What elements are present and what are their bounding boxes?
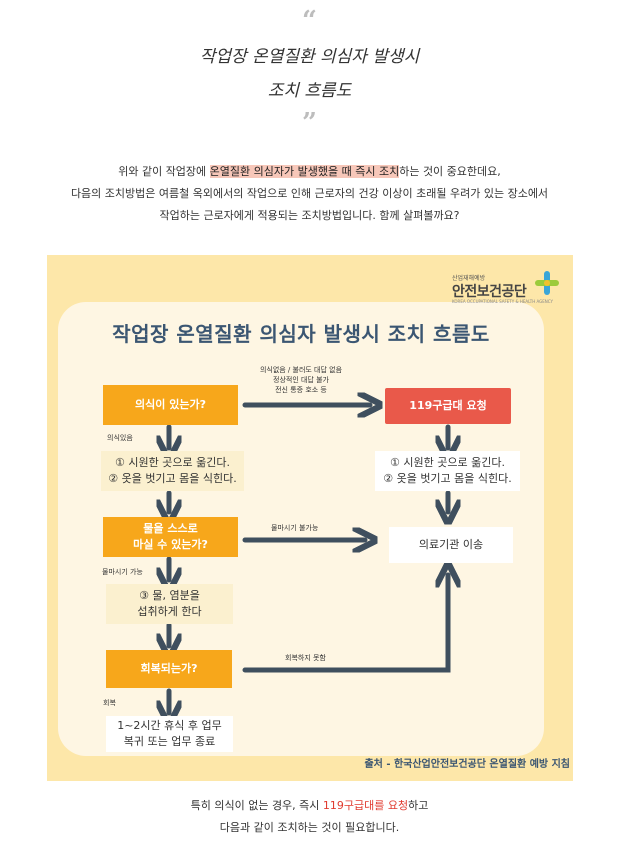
question-can-drink: 물을 스스로 마실 수 있는가?	[103, 517, 238, 557]
label-q2-no: 물마시기 불가능	[271, 524, 319, 532]
box-step3: ③ 물, 염분을 섭취하게 한다	[106, 584, 233, 624]
intro-line1: 위와 같이 작업장에 온열질환 의심자가 발생했을 때 즉시 조치하는 것이 중…	[0, 161, 619, 183]
q2-line1: 물을 스스로	[143, 522, 198, 535]
quote-open-mark: “	[302, 6, 317, 36]
logo-main-text: 안전보건공단	[452, 284, 527, 300]
box-step1-left: ① 시원한 곳으로 옮긴다. ② 옷을 벗기고 몸을 식힌다.	[101, 451, 244, 491]
box-step1-right: ① 시원한 곳으로 옮긴다. ② 옷을 벗기고 몸을 식힌다.	[375, 451, 520, 491]
intro-text: 하는 것이 중요한데요,	[399, 165, 501, 178]
page-title-line2: 조치 흐름도	[267, 81, 352, 101]
logo-sub-text: KOREA OCCUPATIONAL SAFETY & HEALTH AGENC…	[452, 299, 553, 304]
final-line2: 복귀 또는 업무 종료	[123, 735, 216, 748]
question-conscious: 의식이 있는가?	[103, 385, 238, 425]
intro-line3: 작업하는 근로자에게 적용되는 조치방법입니다. 함께 살펴볼까요?	[159, 209, 460, 222]
step3-line1: ③ 물, 염분을	[139, 589, 200, 602]
flowchart-source: 출처 - 한국산업안전보건공단 온열질환 예방 지침	[364, 759, 570, 770]
step1-right-line1: ① 시원한 곳으로 옮긴다.	[390, 456, 505, 469]
box-hospital: 의료기관 이송	[389, 527, 513, 563]
outro-text: 하고	[408, 799, 429, 812]
label-q3-no: 회복하지 못함	[285, 654, 326, 662]
outro-line1: 특히 의식이 없는 경우, 즉시 119구급대를 요청하고	[0, 795, 619, 817]
label-q1-no-line2: 정상적인 대답 불가	[273, 376, 329, 384]
outro-red-text: 119구급대를 요청	[322, 799, 409, 812]
box-final: 1~2시간 휴식 후 업무 복귀 또는 업무 종료	[106, 716, 233, 752]
label-q3-yes: 회복	[103, 699, 116, 707]
box-call-119: 119구급대 요청	[385, 388, 511, 424]
label-q1-no: 의식없음 / 불러도 대답 없음 정상적인 대답 불가 전신 통증 호소 등	[246, 365, 356, 395]
outro-text: 특히 의식이 없는 경우, 즉시	[190, 799, 323, 812]
label-q1-no-line3: 전신 통증 호소 등	[275, 386, 327, 394]
logo-small-text: 산업재해예방	[452, 275, 486, 282]
intro-highlight: 온열질환 의심자가 발생했을 때 즉시 조치	[209, 165, 400, 178]
intro-line2: 다음의 조치방법은 여름철 옥외에서의 작업으로 인해 근로자의 건강 이상이 …	[70, 187, 549, 200]
step1-left-line2: ② 옷을 벗기고 몸을 식힌다.	[108, 472, 237, 485]
outro-line2: 다음과 같이 조치하는 것이 필요합니다.	[219, 821, 400, 834]
kosha-cross-icon	[535, 271, 559, 295]
label-q1-yes: 의식있음	[107, 434, 133, 442]
label-q2-yes: 물마시기 가능	[102, 568, 143, 576]
question-recovering: 회복되는가?	[106, 650, 232, 688]
label-q1-no-line1: 의식없음 / 불러도 대답 없음	[259, 366, 343, 374]
final-line1: 1~2시간 휴식 후 업무	[117, 719, 222, 732]
q2-line2: 마실 수 있는가?	[133, 538, 208, 551]
flowchart-title: 작업장 온열질환 의심자 발생시 조치 흐름도	[112, 322, 490, 346]
arrow-q3-to-hospital	[242, 575, 448, 673]
step1-right-line2: ② 옷을 벗기고 몸을 식힌다.	[383, 472, 512, 485]
quote-close-mark: ”	[302, 108, 317, 138]
kosha-logo: 산업재해예방 안전보건공단 KOREA OCCUPATIONAL SAFETY …	[452, 270, 564, 310]
step1-left-line1: ① 시원한 곳으로 옮긴다.	[115, 456, 230, 469]
page-title-line1: 작업장 온열질환 의심자 발생시	[199, 47, 420, 67]
step3-line2: 섭취하게 한다	[137, 605, 202, 618]
intro-text: 위와 같이 작업장에	[118, 165, 210, 178]
